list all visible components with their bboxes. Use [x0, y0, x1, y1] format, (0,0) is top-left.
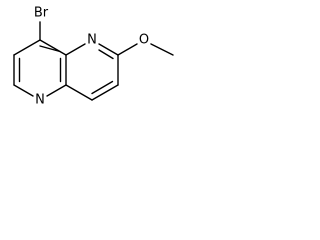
oxygen-label: O [139, 33, 149, 48]
substituents [39, 21, 174, 56]
bond-c2-o [117, 43, 138, 56]
bond-c6-n5 [13, 84, 34, 97]
ring-nitrogen-top-label: N [87, 33, 97, 48]
left-ring [13, 39, 67, 97]
bond-n5-c4a [46, 84, 67, 97]
bond-c8a-n1 [65, 43, 86, 56]
bond-c4-c4a [65, 84, 93, 101]
bond-c8a-c8-inner [39, 45, 61, 53]
ring-nitrogen-bottom-label: N [35, 93, 45, 108]
bond-n1-c2 [98, 43, 119, 56]
bond-c8-c7 [13, 39, 41, 56]
bond-c3-c4 [91, 84, 119, 101]
bond-c8a-c8 [39, 39, 67, 56]
chemical-structure-diagram: Br N N O [13, 6, 174, 108]
bond-c3-c4-inner [91, 80, 114, 95]
bond-o-methyl [150, 43, 174, 56]
bromine-label: Br [34, 6, 49, 21]
right-ring [65, 43, 119, 101]
bond-n1-c2-inner [98, 49, 114, 60]
